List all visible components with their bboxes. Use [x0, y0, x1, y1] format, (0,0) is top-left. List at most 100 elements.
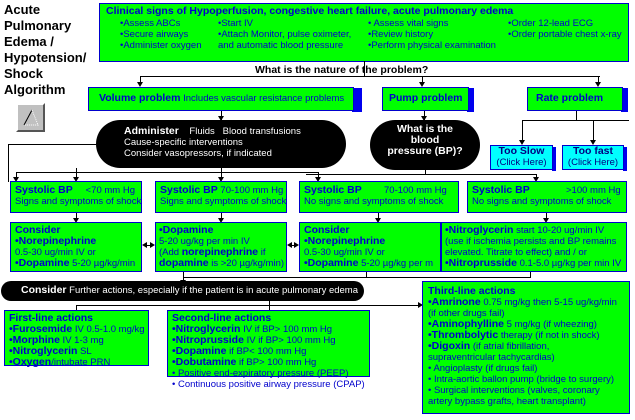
back-button[interactable]	[16, 103, 45, 132]
title-line: Algorithm	[4, 82, 66, 97]
drug-dose: therapy (if not in shock)	[498, 330, 600, 341]
volume-problem-button[interactable]: Volume problem Includes vascular resista…	[88, 87, 354, 111]
volume-problem-desc: Includes vascular resistance problems	[183, 93, 345, 104]
too-slow-link[interactable]: (Click Here)	[496, 157, 547, 168]
title-line: Acute	[4, 2, 41, 17]
drug-dose: 5-20 ug/kg per min IV	[159, 236, 250, 247]
clinical-item: and automatic blood pressure	[218, 40, 344, 51]
consider-heading: Consider	[15, 224, 61, 236]
drug-name: •Dobutamine	[172, 356, 237, 368]
drug-name: •Thrombolytic	[428, 329, 499, 341]
page-title: Acute Pulmonary Edema / Hypotension/ Sho…	[4, 2, 94, 98]
second-line-heading: Second-line actions	[172, 312, 272, 324]
drug-name: •Norepinephrine	[15, 235, 97, 247]
drug-name: •Morphine	[9, 334, 60, 346]
consider-text: Further actions, especially if the patie…	[69, 285, 359, 296]
too-fast-button[interactable]: Too fast (Click Here)	[562, 145, 624, 170]
bp-label: Systolic BP	[15, 184, 73, 196]
drug-dose: /intubate PRN	[51, 357, 111, 368]
drug-name: •Nitroglycerin	[9, 345, 78, 357]
drug-note: supraventricular tachycardias)	[428, 352, 555, 363]
consider-label: Consider	[21, 284, 67, 296]
treatment-box-1: Consider •Norepinephrine 0.5-30 ug/min I…	[10, 222, 142, 272]
bp-sub: No signs and symptoms of shock	[472, 196, 612, 207]
drug-dose: 5-20 µg/kg per m	[358, 258, 434, 269]
action-item: • Surgical interventions (valves, corona…	[428, 385, 600, 396]
third-line-heading: Third-line actions	[428, 285, 516, 297]
administer-pill: Administer Fluids Blood transfusions Cau…	[96, 120, 346, 168]
clinical-col-1: •Assess ABCs •Secure airways •Administer…	[120, 18, 201, 51]
drug-note: is >20 µg/kg/min)	[208, 258, 285, 269]
clinical-item: •Attach Monitor, pulse oximeter,	[218, 29, 352, 40]
too-slow-button[interactable]: Too Slow (Click Here)	[490, 145, 553, 170]
drug-name: •Furosemide	[9, 323, 73, 335]
action-item: artery bypass grafts, heart transplant)	[428, 396, 586, 407]
drug-name: •Aminophylline	[428, 318, 505, 330]
drug-dose: 5-20 µg/kg/min	[72, 258, 136, 269]
drug-dose: IV 1-3 mg	[59, 335, 104, 346]
clinical-item: •Perform physical examination	[368, 40, 496, 51]
rate-problem-button[interactable]: Rate problem	[527, 87, 623, 111]
bp-sub: No signs and symptoms of shock	[304, 196, 444, 207]
too-fast-label: Too fast	[572, 145, 614, 157]
administer-line: Cause-specific interventions	[124, 137, 243, 148]
clinical-item: •Order portable chest x-ray	[508, 29, 622, 40]
bp-label: Systolic BP	[472, 184, 530, 196]
clinical-signs-heading: Clinical signs of Hypoperfusion, congest…	[106, 5, 514, 17]
drug-name: •Nitroprusside	[172, 334, 244, 346]
bp-sub: Signs and symptoms of shock	[160, 196, 287, 207]
consider-heading: Consider	[304, 224, 350, 236]
administer-transfusions: Blood transfusions	[222, 126, 301, 137]
drug-note: (Add	[159, 247, 182, 258]
administer-fluids: Fluids	[189, 126, 215, 137]
second-line-actions-box: Second-line actions •Nitroglycerin IV if…	[167, 310, 370, 390]
treatment-box-2: •Dopamine 5-20 ug/kg per min IV (Add nor…	[155, 222, 287, 272]
drug-dose: if BP> 100 mm Hg	[236, 357, 317, 368]
pump-problem-button[interactable]: Pump problem	[382, 87, 469, 111]
drug-dose: 0.1-5.0 µg/kg per min IV	[516, 258, 622, 269]
drug-dose: if BP< 100 mm Hg	[226, 346, 307, 357]
bp-range: <70 mm Hg	[85, 185, 135, 196]
drug-note: (if other drugs fail)	[428, 308, 505, 319]
treatment-box-3: Consider •Norepinephrine 0.5-30 ug/min I…	[299, 222, 441, 272]
too-slow-label: Too Slow	[498, 145, 545, 157]
bp-question-line: pressure (BP)?	[387, 145, 463, 157]
drug-dose: 5 mg/kg (if wheezing)	[504, 319, 597, 330]
drug-name: •Dopamine	[172, 345, 227, 357]
drug-dose: IV if BP> 100 mm Hg	[243, 335, 336, 346]
action-item: • Intra-aortic ballon pump (bridge to su…	[428, 374, 615, 385]
drug-name: •Dopamine	[304, 258, 359, 269]
drug-name: •Dopamine	[159, 224, 214, 236]
drug-dose: 0.5-30 ug/min IV or	[15, 247, 96, 258]
bp-range: 70-100 mm Hg	[384, 185, 447, 196]
bp-question-line: What is the	[396, 123, 453, 135]
triangle-up-icon	[23, 109, 39, 126]
bp-box-70-100-shock: Systolic BP 70-100 mm Hg Signs and sympt…	[155, 181, 287, 213]
action-item: • Angioplasty (if drugs fail)	[428, 363, 538, 374]
title-line: Pulmonary	[4, 18, 72, 33]
bp-range: >100 mm Hg	[566, 185, 621, 196]
administer-line: Consider vasopressors, if indicated	[124, 148, 272, 159]
drug-name: •Nitroglycerin	[445, 224, 514, 236]
title-line: Shock	[4, 66, 44, 81]
drug-name: •Nitroprusside	[445, 257, 517, 269]
drug-note: (use if ischemia persists and BP remains	[445, 236, 617, 247]
drug-dose: IV if BP> 100 mm Hg	[240, 324, 333, 335]
drug-name: •Digoxin	[428, 340, 471, 352]
bp-label: Systolic BP	[304, 184, 362, 196]
drug-dose: 0.75 mg/kg then 5-15 ug/kg/min	[480, 297, 617, 308]
too-fast-link[interactable]: (Click Here)	[567, 157, 619, 168]
drug-dose: IV 0.5-1.0 mg/kg	[72, 324, 145, 335]
bp-sub: Signs and symptoms of shock	[15, 196, 142, 207]
action-item: • Continuous positive airway pressure (C…	[172, 379, 365, 390]
title-line: Edema /	[4, 34, 54, 49]
action-item: • Positive end-expiratory pressure (PEEP…	[172, 368, 349, 379]
clinical-item: •Review history	[368, 29, 434, 40]
nature-question: What is the nature of the problem?	[255, 64, 429, 76]
clinical-signs-box: Clinical signs of Hypoperfusion, congest…	[99, 3, 629, 62]
drug-note: if	[258, 247, 266, 258]
first-line-heading: First-line actions	[9, 312, 94, 324]
drug-dose: (if atrial fibrillation,	[470, 341, 550, 352]
clinical-item: •Start IV	[218, 18, 254, 29]
